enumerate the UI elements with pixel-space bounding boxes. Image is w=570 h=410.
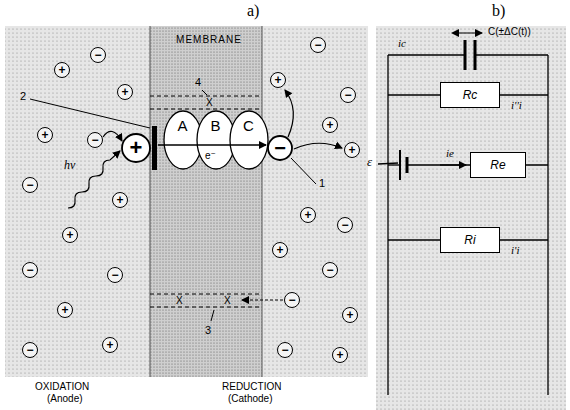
node-symbol: C (229, 110, 269, 134)
ion-symbol: − (22, 177, 38, 193)
node-symbol: + (130, 137, 143, 159)
callout-number: 2 (20, 90, 26, 102)
ion-symbol: + (37, 127, 53, 143)
capacitance-arrow (458, 33, 482, 34)
ion-symbol: + (300, 207, 316, 223)
current-label: ie (446, 147, 454, 159)
membrane-edge (150, 26, 151, 377)
callout-number: 4 (195, 76, 201, 88)
panel-label: b) (492, 2, 505, 20)
resistor-box: Ri (440, 227, 500, 253)
ion-symbol: − (107, 267, 123, 283)
electron-label: e⁻ (205, 150, 216, 161)
leader-lines (30, 90, 316, 321)
channel-marker: X (206, 97, 213, 108)
ion-symbol: − (322, 262, 338, 278)
resistor-box: Re (470, 152, 526, 178)
ion-symbol: + (117, 84, 133, 100)
membrane-fill (150, 26, 262, 377)
ion-symbol: + (270, 72, 286, 88)
ion-symbol: − (340, 87, 356, 103)
panel-label: a) (247, 2, 259, 20)
channel-marker: X (176, 295, 183, 306)
membrane-edge (262, 26, 263, 377)
ion-symbol: + (322, 117, 338, 133)
node-symbol: B (196, 110, 236, 134)
battery-symbol (400, 150, 407, 180)
ion-symbol: − (310, 37, 326, 53)
electrode-bar (152, 126, 157, 170)
callout-number: 3 (205, 324, 211, 336)
resistor-name: Rc (463, 88, 478, 102)
reduced-ion: − (267, 135, 293, 161)
electrode-label: REDUCTION (222, 381, 281, 392)
node-symbol: A (163, 110, 203, 134)
ion-symbol: − (337, 217, 353, 233)
resistor-name: Ri (464, 233, 475, 247)
channel-marker: X (224, 295, 231, 306)
ion-symbol: − (22, 262, 38, 278)
ion-symbol: + (344, 142, 360, 158)
ion-symbol: − (22, 342, 38, 358)
ion-symbol: + (342, 307, 358, 323)
circuit-ground (376, 26, 566, 410)
ion-symbol: + (272, 242, 288, 258)
solution-ground (5, 26, 368, 377)
capacitance-label: C(±ΔC(t)) (488, 26, 531, 37)
ion-symbol: + (332, 347, 348, 363)
ion-arrows (68, 90, 342, 300)
ion-symbol: + (62, 227, 78, 243)
current-label: i''i (511, 99, 522, 111)
current-arrow (440, 164, 466, 165)
callout-number: 1 (319, 177, 325, 189)
ion-symbol: − (87, 132, 103, 148)
photon-label: hν (64, 159, 75, 172)
ion-symbol: + (57, 302, 73, 318)
electrode-label: (Anode) (47, 393, 83, 404)
capacitor-symbol (465, 40, 475, 70)
current-label: i'i (511, 244, 519, 256)
ion-symbol: + (102, 337, 118, 353)
resistor-name: Re (490, 158, 505, 172)
ion-symbol: + (112, 192, 128, 208)
carrier-ellipse: C (229, 110, 269, 170)
electrode-label: (Cathode) (228, 393, 272, 404)
ion-symbol: − (284, 292, 300, 308)
ion-symbol: − (90, 47, 106, 63)
node-symbol: − (274, 138, 286, 158)
membrane-title: MEMBRANE (150, 26, 268, 45)
ion-symbol: − (277, 342, 293, 358)
current-label: ic (398, 37, 406, 49)
electron-arrow (158, 144, 266, 145)
oxidized-ion: + (121, 133, 151, 163)
electrode-label: OXIDATION (35, 381, 89, 392)
emf-label: ε (367, 155, 372, 169)
ion-symbol: + (54, 62, 70, 78)
resistor-box: Rc (440, 82, 500, 108)
circuit-wires (378, 55, 548, 395)
